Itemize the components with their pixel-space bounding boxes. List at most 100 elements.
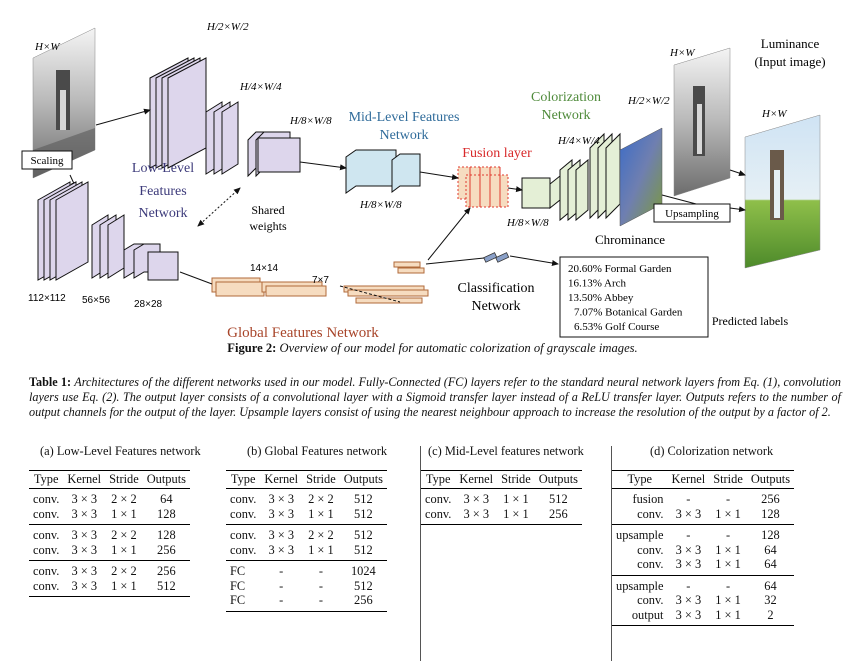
table-cell: conv. bbox=[637, 557, 664, 571]
classification-blocks bbox=[483, 252, 510, 263]
table-cell: 3 × 3 bbox=[268, 492, 295, 506]
table-cell: 256 bbox=[157, 564, 176, 578]
architecture-figure: H×W Scaling H/2×W/2 H/4×W/4 H/8×W/8 Low-… bbox=[21, 21, 826, 340]
column-header: Kernel bbox=[67, 472, 102, 486]
table-cell: 64 bbox=[764, 557, 777, 571]
table-cell: 1024 bbox=[350, 564, 376, 578]
dim-low1: H/2×W/2 bbox=[206, 21, 249, 33]
colorization-label-1: Colorization bbox=[531, 90, 601, 105]
table-cell: conv. bbox=[33, 492, 60, 506]
dim-input: H×W bbox=[34, 41, 60, 53]
table-divider bbox=[420, 446, 421, 661]
table-cell: conv. bbox=[33, 542, 60, 557]
table-cell: 512 bbox=[354, 578, 373, 593]
dim-14: 14×14 bbox=[250, 263, 279, 274]
table-cell: conv. bbox=[33, 578, 60, 593]
table-cell: conv. bbox=[33, 528, 60, 542]
table-cell: 32 bbox=[764, 593, 777, 607]
fusion-label: Fusion layer bbox=[462, 146, 532, 161]
table-cell: - bbox=[686, 528, 691, 542]
column-header: Stride bbox=[501, 472, 531, 486]
table-cell: conv. bbox=[230, 492, 257, 506]
predictions-box bbox=[559, 256, 709, 338]
table-cell: conv. bbox=[637, 542, 664, 557]
output-color-image bbox=[744, 114, 821, 269]
table-cell: - bbox=[318, 593, 323, 607]
mid-level-label-2: Network bbox=[380, 128, 429, 143]
column-header: Outputs bbox=[146, 472, 186, 486]
table-cell: 2 × 2 bbox=[111, 492, 137, 506]
table-cell: - bbox=[725, 492, 731, 506]
dim-col-top: H/2×W/2 bbox=[627, 95, 670, 107]
table-cell: 3 × 3 bbox=[463, 492, 490, 506]
mid-level-blocks bbox=[345, 149, 421, 194]
table-cell: 512 bbox=[354, 542, 373, 557]
table-cell: 2 × 2 bbox=[111, 564, 137, 578]
fusion-block bbox=[457, 166, 509, 208]
dim-28: 28×28 bbox=[134, 299, 163, 310]
figure-caption-text: Overview of our model for automatic colo… bbox=[279, 341, 638, 355]
low-level-label-2: Features bbox=[139, 184, 186, 199]
column-header: Type bbox=[230, 472, 256, 486]
table-cell: 256 bbox=[549, 506, 568, 521]
table-c-title: (c) Mid-Level features network bbox=[428, 444, 584, 458]
dim-col-bot: H/8×W/8 bbox=[506, 217, 549, 229]
table-cell: conv. bbox=[33, 506, 60, 521]
lum-to-out-arrow bbox=[729, 169, 746, 176]
low-level-label-1: Low-Level bbox=[132, 161, 194, 176]
colorization-blocks bbox=[521, 132, 621, 222]
table-cell: - bbox=[686, 578, 691, 593]
column-header: Kernel bbox=[671, 472, 706, 486]
table-cell: 64 bbox=[764, 578, 777, 593]
table-cell: 128 bbox=[157, 506, 176, 521]
low-to-mid-arrow bbox=[299, 161, 347, 171]
low-level-blocks-bottom bbox=[37, 181, 179, 281]
chrominance-label: Chrominance bbox=[595, 232, 665, 247]
prediction-item: 16.13% Arch bbox=[568, 278, 627, 290]
shared-weights-arrow bbox=[197, 187, 241, 227]
table-cell: 128 bbox=[761, 506, 780, 521]
table-cell: 2 × 2 bbox=[111, 528, 137, 542]
global-label: Global Features Network bbox=[227, 325, 379, 340]
table-cell: - bbox=[318, 564, 323, 578]
table-cell: conv. bbox=[33, 564, 60, 578]
table-cell: 2 × 2 bbox=[308, 492, 334, 506]
table-cell: 64 bbox=[764, 542, 777, 557]
prediction-item: 6.53% Golf Course bbox=[574, 321, 659, 333]
table-cell: 1 × 1 bbox=[715, 557, 741, 571]
table-cell: 3 × 3 bbox=[675, 542, 702, 557]
table-cell: upsample bbox=[616, 528, 664, 542]
global-blocks bbox=[211, 261, 429, 304]
table-cell: 256 bbox=[761, 492, 780, 506]
table-cell: 3 × 3 bbox=[71, 564, 98, 578]
table-cell: 128 bbox=[761, 528, 780, 542]
table-cell: 3 × 3 bbox=[675, 593, 702, 607]
column-header: Outputs bbox=[538, 472, 578, 486]
column-header: Stride bbox=[713, 472, 743, 486]
column-header: Outputs bbox=[343, 472, 383, 486]
global-dashed bbox=[339, 285, 401, 303]
prediction-item: 13.50% Abbey bbox=[568, 292, 634, 304]
table-cell: output bbox=[631, 607, 664, 622]
table-cell: 2 × 2 bbox=[308, 528, 334, 542]
column-header: Kernel bbox=[264, 472, 299, 486]
table-cell: upsample bbox=[616, 578, 664, 593]
colorization-label-2: Network bbox=[542, 108, 591, 123]
scaling-label: Scaling bbox=[31, 155, 64, 167]
table-cell: 64 bbox=[160, 492, 173, 506]
